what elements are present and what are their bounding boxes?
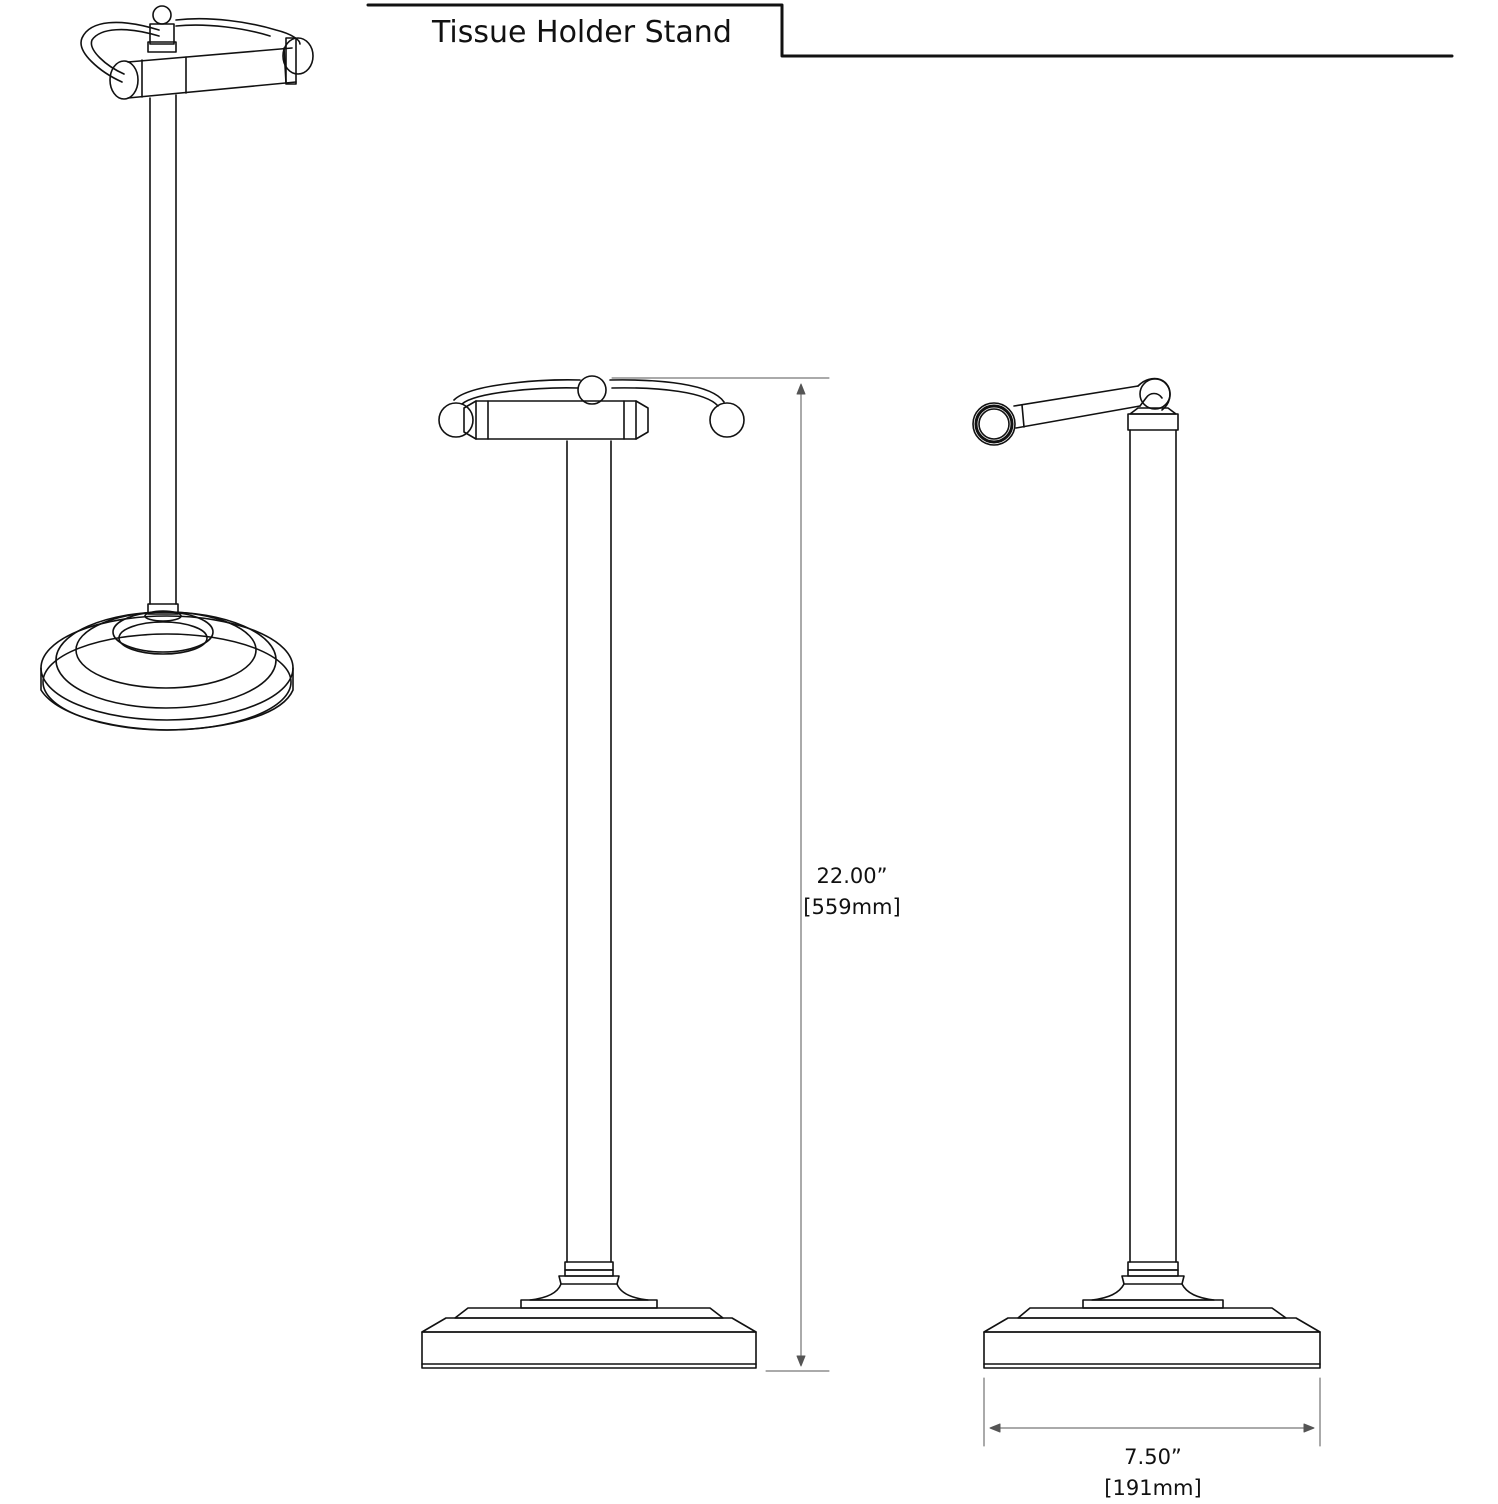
- tissue-stand-perspective-icon: [40, 5, 314, 731]
- tissue-stand-front-icon: [421, 375, 757, 1369]
- width-imperial: 7.50”: [1124, 1445, 1182, 1469]
- page-title: Tissue Holder Stand: [432, 15, 732, 50]
- tissue-stand-side-icon: [972, 377, 1321, 1369]
- width-dimension-label: 7.50” [191mm]: [1083, 1442, 1223, 1504]
- height-dimension-label: 22.00” [559mm]: [782, 861, 922, 923]
- height-dimension-line: [611, 377, 830, 1372]
- width-dimension-line: [983, 1377, 1321, 1447]
- width-metric: [191mm]: [1104, 1476, 1202, 1500]
- height-imperial: 22.00”: [816, 864, 888, 888]
- title-frame-line: [366, 3, 1454, 58]
- height-metric: [559mm]: [803, 895, 901, 919]
